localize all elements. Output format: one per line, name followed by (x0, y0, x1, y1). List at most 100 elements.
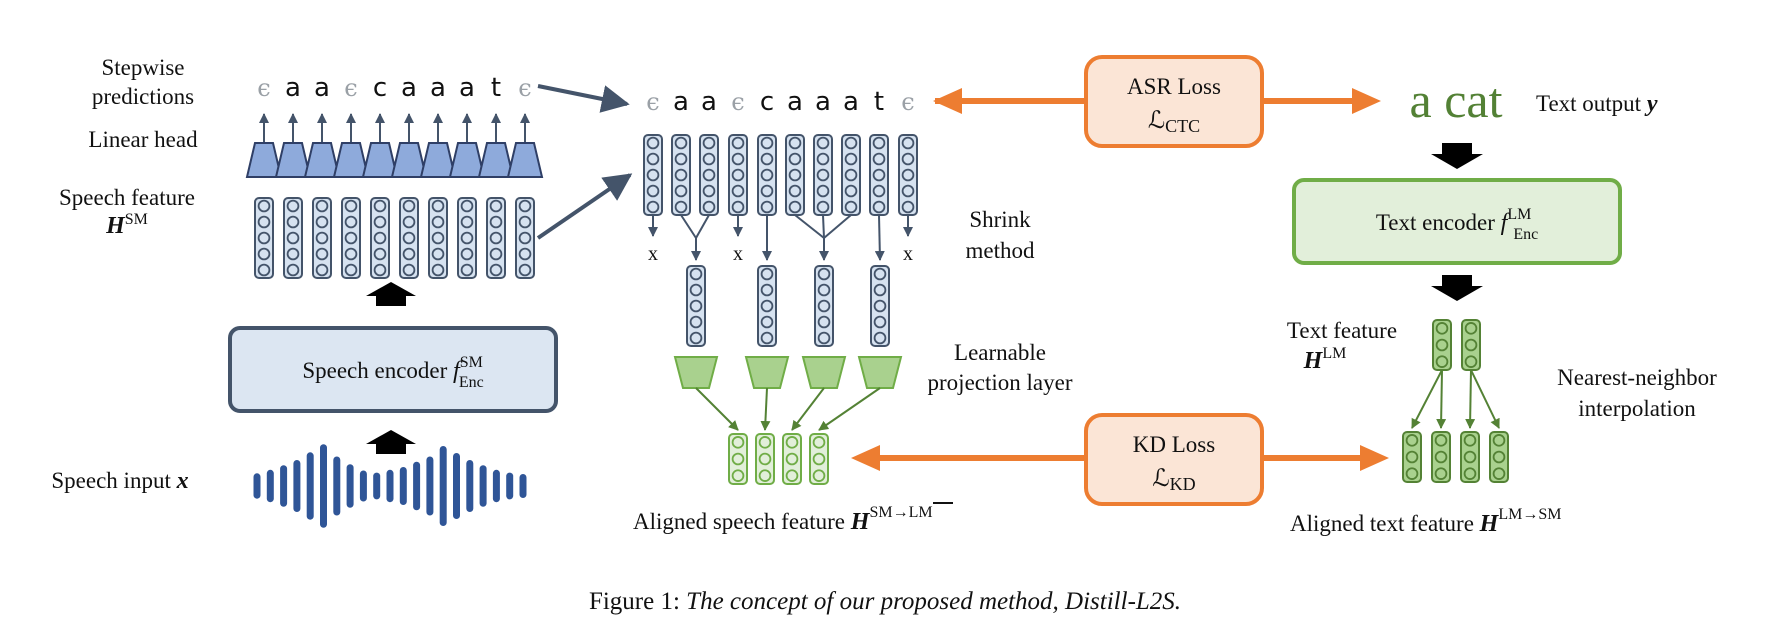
shrink-branch (822, 214, 825, 239)
linear-head (245, 142, 544, 178)
stepwise-token: a (285, 73, 301, 103)
interpolation-arrow (1465, 369, 1476, 429)
kd-loss-box (1084, 413, 1264, 506)
shrink-branch (695, 214, 710, 239)
text-output-value: a cat (1410, 72, 1503, 128)
linear-head-label: Linear head (88, 127, 198, 152)
kd-loss-title: KD Loss (1133, 432, 1215, 457)
stepwise-token: t (491, 73, 501, 103)
linear-head-unit (361, 142, 399, 178)
drop-mark: x (903, 243, 913, 265)
tokens-connector-arrow (537, 84, 630, 113)
speech-feature-label: Speech feature (59, 185, 195, 210)
frame-feature-column (869, 134, 889, 216)
shrunk-feature-column (757, 265, 777, 347)
shrink-branch (823, 214, 852, 239)
linear-head-unit (390, 142, 428, 178)
linear-head-unit (506, 142, 544, 178)
speech-feature-column (312, 197, 332, 279)
kd-loss-right-arrowhead (1360, 445, 1389, 471)
aligned-speech-column (755, 433, 775, 485)
projection-layer (801, 356, 847, 389)
figure-caption: Figure 1: The concept of our proposed me… (589, 588, 1181, 615)
speech-feature-column (341, 197, 361, 279)
linear-head-unit (419, 142, 457, 178)
ctc-token: a (701, 87, 717, 117)
speech-waveform (253, 444, 527, 528)
nn-label-line1: Nearest-neighbor (1557, 365, 1717, 390)
aligned-speech-columns (728, 433, 829, 485)
frame-feature-columns (643, 134, 918, 216)
stepwise-token: a (314, 73, 330, 103)
aligned-speech-column (782, 433, 802, 485)
linear-head-unit (303, 142, 341, 178)
linear-head-unit (477, 142, 515, 178)
aligned-text-column (1431, 431, 1451, 483)
ctc-token: a (815, 87, 831, 117)
linear-head-unit (274, 142, 312, 178)
speech-feature-columns (254, 197, 535, 279)
linear-head-unit (245, 142, 283, 178)
features-connector-arrow (536, 173, 633, 240)
stepwise-token: ϵ (257, 74, 270, 102)
aligned-speech-label: Aligned speech feature HSM→LM (633, 504, 933, 535)
ctc-token: a (843, 87, 859, 117)
frame-feature-column (898, 134, 918, 216)
stepwise-token: a (430, 73, 446, 103)
aligned-text-column (1460, 431, 1480, 483)
text-feature-symbol: HLM (1303, 345, 1347, 374)
speech-feature-column (486, 197, 506, 279)
projection-label-line2: projection layer (928, 370, 1073, 395)
frame-feature-column (785, 134, 805, 216)
asr-loss-left-arrowhead (933, 88, 962, 114)
shrink-arrow (874, 214, 885, 261)
speech-feature-column (457, 197, 477, 279)
interpolation-arrow (1411, 369, 1443, 429)
speech-feature-symbol: HSM (105, 211, 148, 239)
stepwise-token: ϵ (344, 74, 357, 102)
projection-arrow (818, 387, 881, 431)
text-encoder-box (1292, 178, 1622, 265)
text-output-label: Text output y (1536, 91, 1658, 117)
stepwise-token: a (401, 73, 417, 103)
ctc-token: t (874, 87, 884, 117)
ctc-token: ϵ (646, 88, 659, 116)
stepwise-token: a (459, 73, 475, 103)
up-arrow-icon (366, 282, 416, 306)
interpolation-arrows (1411, 369, 1500, 429)
stepwise-label-line2: predictions (92, 84, 194, 109)
projection-layer (673, 356, 719, 389)
frame-feature-column (757, 134, 777, 216)
aligned-text-column (1489, 431, 1509, 483)
projection-arrow (695, 387, 739, 431)
shrink-branch (794, 214, 825, 239)
asr-loss-title: ASR Loss (1127, 74, 1221, 99)
speech-feature-column (399, 197, 419, 279)
projection-label-line1: Learnable (954, 340, 1046, 365)
drop-mark: x (648, 243, 658, 265)
text-feature-column (1461, 319, 1481, 371)
interpolation-arrow (1436, 369, 1447, 429)
down-arrow-icon-2 (1431, 275, 1483, 301)
projection-arrows (695, 387, 881, 431)
nn-label-line2: interpolation (1578, 396, 1696, 421)
text-feature-columns (1432, 319, 1481, 371)
aligned-speech-column (809, 433, 829, 485)
interpolation-arrow (1470, 369, 1500, 429)
frame-feature-column (671, 134, 691, 216)
projection-layer (744, 356, 790, 389)
shrunk-feature-column (814, 265, 834, 347)
aligned-text-column (1402, 431, 1422, 483)
aligned-text-label: Aligned text feature HLM→SM (1290, 506, 1561, 537)
speech-feature-column (254, 197, 274, 279)
shrink-label-line2: method (966, 238, 1035, 263)
asr-loss-box (1084, 55, 1264, 148)
speech-feature-column (370, 197, 390, 279)
projection-layer (857, 356, 903, 389)
frame-feature-column (643, 134, 663, 216)
